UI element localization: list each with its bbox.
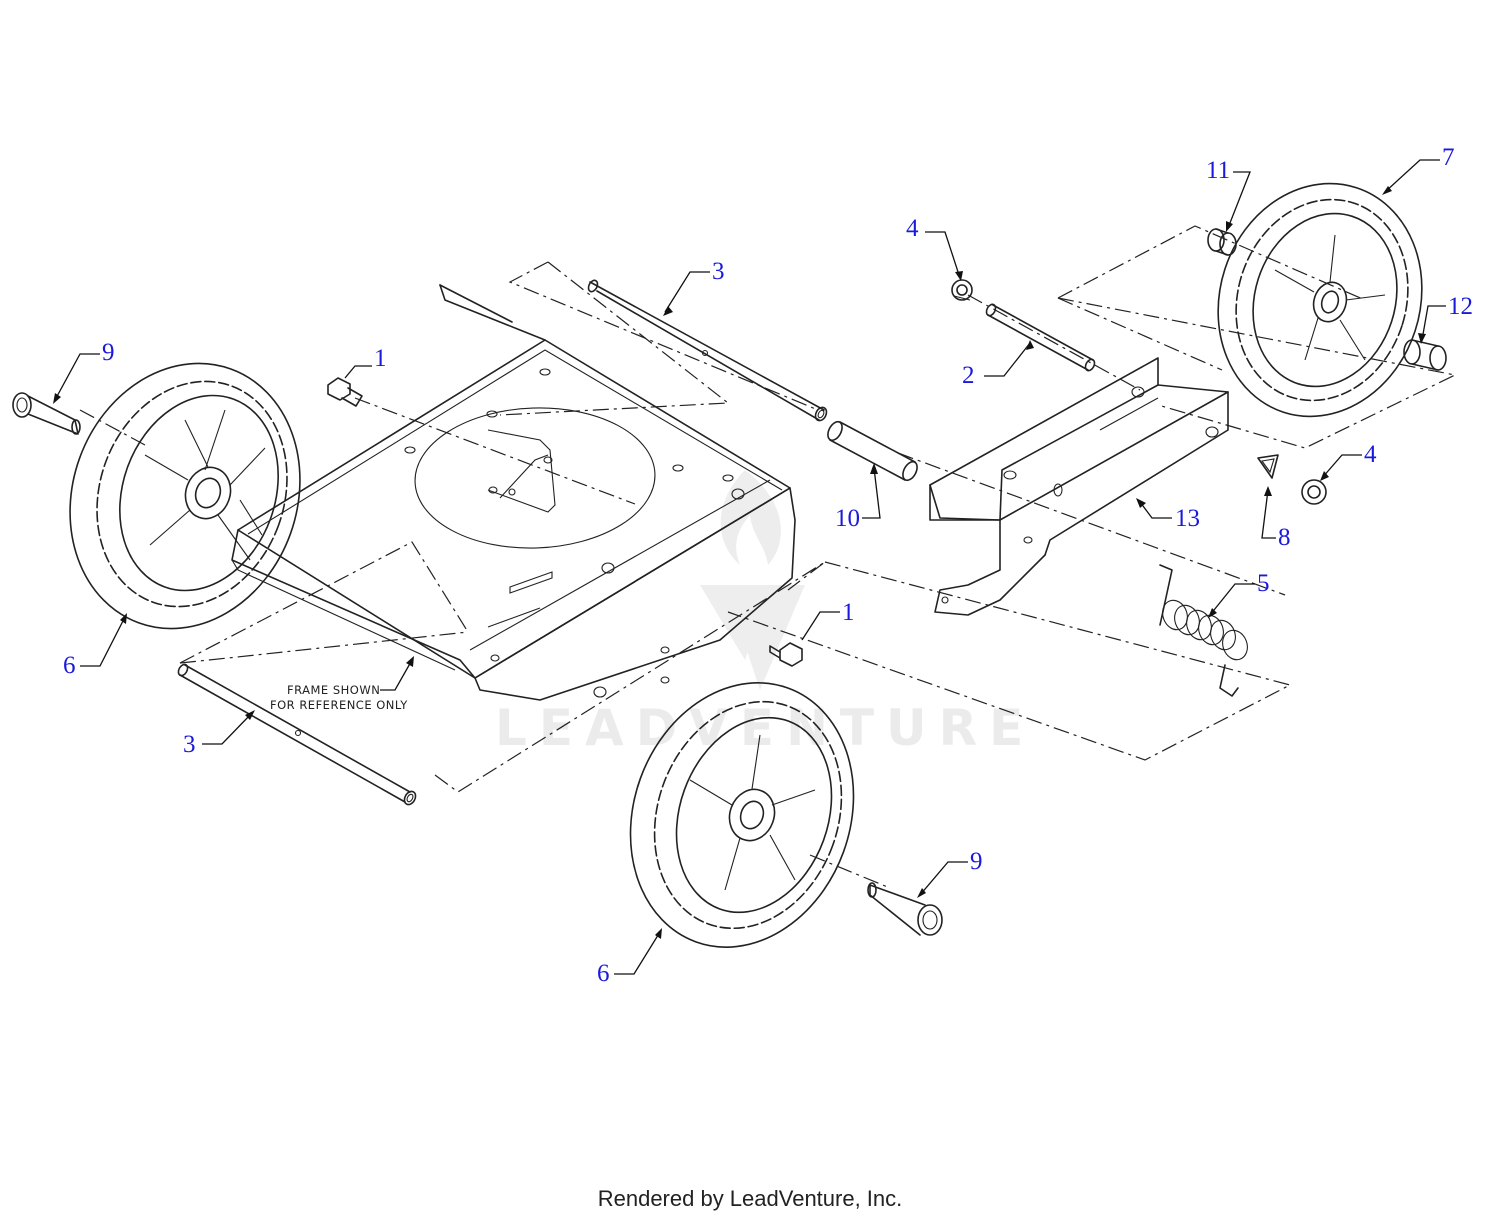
- bracket: [929, 357, 1229, 616]
- frame: [231, 284, 796, 701]
- wheel-rear-right: [1217, 182, 1423, 418]
- nut-upper: [951, 279, 973, 301]
- spring: [1159, 564, 1248, 697]
- assembly-lines: [79, 225, 1457, 889]
- callout-13: 13: [1175, 505, 1200, 532]
- callout-1-upper: 1: [374, 345, 387, 372]
- callout-3-lower: 3: [183, 731, 196, 758]
- wheel-left: [69, 362, 301, 630]
- callout-9-right: 9: [970, 848, 983, 875]
- axle-pin: [985, 303, 1096, 372]
- callout-8: 8: [1278, 524, 1291, 551]
- callout-1-lower: 1: [842, 599, 855, 626]
- watermark: LEADVENTURE: [495, 470, 1035, 757]
- reference-note-line2: FOR REFERENCE ONLY: [270, 698, 408, 712]
- callout-12: 12: [1448, 293, 1473, 320]
- callout-3-upper: 3: [712, 258, 725, 285]
- watermark-v-icon: [700, 585, 805, 690]
- watermark-flame-icon: [720, 470, 781, 565]
- callout-4-upper: 4: [906, 215, 919, 242]
- callout-11: 11: [1206, 157, 1230, 184]
- footer-credit: Rendered by LeadVenture, Inc.: [597, 1186, 903, 1211]
- rod-lower: [177, 663, 417, 806]
- callout-10: 10: [835, 505, 860, 532]
- callout-6-left: 6: [63, 652, 76, 679]
- callout-7: 7: [1442, 144, 1455, 171]
- spacer-tube: [827, 420, 918, 482]
- leaders: [53, 159, 1446, 975]
- reference-note-line1: FRAME SHOWN: [287, 683, 380, 697]
- reference-note: FRAME SHOWN FOR REFERENCE ONLY: [270, 683, 408, 712]
- nut-lower: [1301, 479, 1327, 505]
- wheel-pin-right: [867, 882, 943, 936]
- callout-4-lower: 4: [1364, 441, 1377, 468]
- callout-6-front: 6: [597, 960, 610, 987]
- callout-2: 2: [962, 362, 975, 389]
- rod-upper: [587, 279, 828, 422]
- washer: [1257, 454, 1279, 479]
- wheel-front: [629, 682, 855, 948]
- bolt-upper: [327, 377, 363, 407]
- callout-5: 5: [1257, 570, 1270, 597]
- watermark-text: LEADVENTURE: [495, 699, 1035, 757]
- callout-9-left: 9: [102, 339, 115, 366]
- wheel-pin-left: [12, 392, 81, 435]
- bolt-lower: [769, 642, 803, 667]
- callouts: 1 1 2 3 3 4 4 5 6 6 7 8 9 9 10 11 12 13: [63, 144, 1473, 987]
